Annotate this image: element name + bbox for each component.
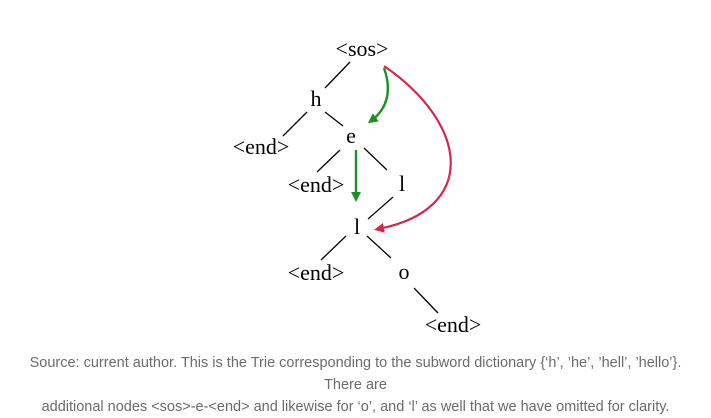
node-e: e [346, 123, 356, 148]
node-sos: <sos> [336, 36, 389, 61]
edge-l-o [366, 235, 392, 259]
green-arrow-sos-to-e [367, 67, 389, 124]
edge-sos-h [324, 61, 351, 89]
trie-diagram: <sos> h <end> e <end> l l <end> o <end> [233, 36, 482, 337]
edge-h-end [282, 111, 308, 137]
node-l-end: <end> [288, 260, 345, 285]
node-o-end: <end> [425, 312, 482, 337]
edge-e-l-right [363, 147, 388, 171]
caption-line-1: Source: current author. This is the Trie… [29, 355, 682, 393]
node-h: h [311, 86, 322, 111]
node-l: l [354, 214, 360, 239]
edge-l-end [320, 235, 347, 261]
edge-e-end [316, 149, 341, 173]
caption-line-2: additional nodes <sos>-e-<end> and likew… [41, 399, 670, 415]
edge-l-right-l [367, 196, 394, 220]
node-e-end: <end> [288, 172, 345, 197]
edge-o-end [413, 287, 439, 314]
edge-h-e [324, 111, 344, 127]
red-arrow-sos-to-l [374, 65, 452, 233]
figure-caption: Source: current author. This is the Trie… [10, 352, 701, 418]
node-h-end: <end> [233, 134, 290, 159]
node-o: o [399, 259, 410, 284]
node-l-right: l [399, 171, 405, 196]
